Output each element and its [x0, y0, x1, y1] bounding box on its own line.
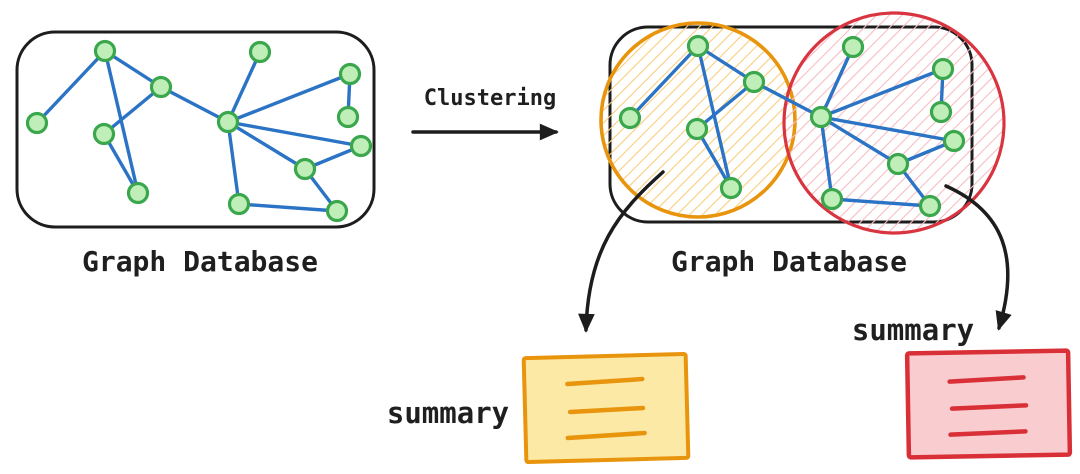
orange-summary-label: summary: [387, 396, 509, 430]
graph-node: [338, 62, 362, 86]
graph-node: [618, 106, 642, 130]
graph-edge: [696, 44, 733, 190]
orange-summary-text-line: [565, 430, 647, 441]
red-summary-text-line: [947, 375, 1026, 384]
graph-node: [248, 40, 272, 64]
graph-node: [336, 105, 360, 129]
graph-node: [93, 39, 117, 63]
right-graph: [618, 34, 966, 218]
graph-edge: [819, 115, 956, 143]
graph-node: [820, 187, 844, 211]
left-db-label: Graph Database: [82, 245, 318, 278]
graph-node: [931, 57, 955, 81]
red-summary-text-line: [949, 403, 1029, 411]
graph-edge: [830, 197, 932, 208]
graph-edge: [695, 127, 733, 190]
graph-edge: [695, 80, 756, 131]
graph-edge: [226, 120, 307, 171]
orange-summary-text-line: [567, 405, 646, 415]
left-graph-database-panel: Graph Database: [15, 30, 376, 278]
graph-node: [25, 111, 49, 135]
graph-node: [126, 181, 150, 205]
orange-summary-text-line: [565, 376, 645, 387]
graph-node: [942, 129, 966, 153]
right-db-label: Graph Database: [671, 245, 907, 278]
clustering-label: Clustering: [424, 86, 556, 111]
orange-cluster-to-summary-arrow: [578, 170, 665, 333]
right-graph-database-panel: Graph Database: [599, 11, 1006, 278]
red-summary-label: summary: [852, 313, 974, 347]
graph-edge: [237, 202, 339, 213]
graph-edge: [159, 85, 230, 124]
graph-edge: [819, 45, 855, 119]
graph-edge: [35, 49, 107, 125]
graph-node: [227, 192, 251, 216]
graph-edge: [226, 50, 262, 124]
clustering-transition: Clustering: [411, 86, 559, 141]
graph-node: [929, 100, 953, 124]
graph-node: [149, 75, 173, 99]
graph-edge: [819, 67, 945, 119]
graph-edge: [102, 132, 140, 195]
left-db-outline: [15, 30, 376, 229]
graph-node: [918, 194, 942, 218]
graph-node: [293, 157, 317, 181]
graph-node: [742, 70, 766, 94]
graph-edge: [102, 85, 163, 136]
orange-cluster-summary: summary: [387, 351, 691, 465]
red-cluster-to-summary-arrow: [944, 184, 1012, 331]
graph-edge: [628, 44, 700, 120]
red-summary-box: [904, 348, 1073, 460]
graph-node: [325, 199, 349, 223]
graph-edge: [226, 72, 352, 124]
graph-node: [216, 110, 240, 134]
red-summary-text-line: [948, 429, 1028, 437]
graph-node: [809, 105, 833, 129]
graph-edge: [103, 49, 140, 195]
graph-edge: [226, 120, 241, 206]
graph-node: [349, 134, 373, 158]
graph-edge: [752, 80, 823, 119]
graph-edge: [226, 120, 363, 148]
graph-node: [685, 117, 709, 141]
left-graph: [25, 39, 373, 223]
graph-edge: [819, 115, 834, 201]
graph-node: [719, 176, 743, 200]
graph-node: [886, 152, 910, 176]
graph-node: [92, 122, 116, 146]
red-cluster-summary: summary: [852, 313, 1073, 460]
graph-node: [686, 34, 710, 58]
graph-edge: [819, 115, 900, 166]
graph-node: [841, 35, 865, 59]
